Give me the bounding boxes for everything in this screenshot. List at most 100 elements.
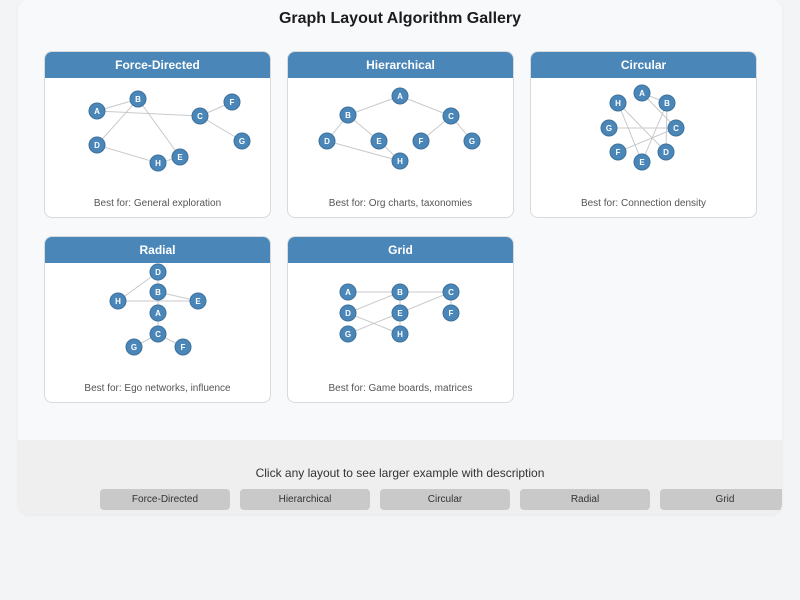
graph-node-H: H: [609, 94, 627, 112]
svg-text:B: B: [345, 111, 351, 120]
graph-node-G: G: [125, 338, 143, 356]
graph-node-C: C: [667, 119, 685, 137]
card-caption: Best for: General exploration: [93, 198, 222, 209]
card-title: Force-Directed: [45, 52, 270, 78]
svg-text:A: A: [397, 92, 403, 101]
graph-node-E: E: [370, 132, 388, 150]
layout-button-row: Force-Directed Hierarchical Circular Radial…: [100, 489, 782, 510]
svg-text:C: C: [448, 288, 454, 297]
graph-node-B: B: [658, 94, 676, 112]
graph-node-G: G: [339, 325, 357, 343]
graph-node-F: F: [442, 304, 460, 322]
svg-text:F: F: [419, 137, 424, 146]
svg-text:D: D: [345, 309, 351, 318]
graph-node-H: H: [109, 292, 127, 310]
svg-text:F: F: [616, 148, 621, 157]
svg-text:A: A: [155, 309, 161, 318]
gallery-panel: Graph Layout Algorithm Gallery Force-Dir…: [18, 0, 782, 514]
graph-node-H: H: [149, 154, 167, 172]
graph-preview-radial: A B C D E F G H: [109, 263, 207, 356]
svg-text:G: G: [131, 343, 137, 352]
graph-node-A: A: [391, 87, 409, 105]
footer-button-circular[interactable]: Circular: [380, 489, 510, 510]
graph-node-D: D: [339, 304, 357, 322]
card-title: Hierarchical: [288, 52, 513, 78]
svg-text:B: B: [155, 288, 161, 297]
svg-text:E: E: [195, 297, 201, 306]
graph-node-F: F: [174, 338, 192, 356]
svg-text:F: F: [181, 343, 186, 352]
graph-edge-B-E: [137, 98, 181, 158]
graph-node-B: B: [339, 106, 357, 124]
graph-node-C: C: [191, 107, 209, 125]
graph-node-A: A: [149, 304, 167, 322]
graph-edge-E-H: [617, 102, 643, 163]
svg-text:E: E: [639, 158, 645, 167]
svg-text:H: H: [115, 297, 121, 306]
svg-text:G: G: [606, 124, 612, 133]
graph-node-A: A: [339, 283, 357, 301]
svg-text:G: G: [469, 137, 475, 146]
footer-button-grid[interactable]: Grid: [660, 489, 782, 510]
svg-text:A: A: [639, 89, 645, 98]
footer-strip: Click any layout to see larger example w…: [18, 440, 782, 514]
graph-node-B: B: [149, 283, 167, 301]
graph-node-B: B: [391, 283, 409, 301]
graph-node-C: C: [442, 283, 460, 301]
svg-text:C: C: [448, 112, 454, 121]
footer-button-force-directed[interactable]: Force-Directed: [100, 489, 230, 510]
card-title: Radial: [45, 237, 270, 263]
card-caption: Best for: Ego networks, influence: [84, 383, 231, 394]
graph-node-D: D: [88, 136, 106, 154]
graph-node-E: E: [189, 292, 207, 310]
graph-edge-B-D: [347, 291, 401, 314]
graph-preview-hierarchical: A B C D E F G H: [318, 87, 481, 170]
graph-node-F: F: [609, 143, 627, 161]
graph-edge-D-H: [326, 140, 401, 162]
svg-text:C: C: [673, 124, 679, 133]
graph-node-H: H: [391, 152, 409, 170]
svg-text:B: B: [664, 99, 670, 108]
graph-node-F: F: [412, 132, 430, 150]
svg-text:H: H: [397, 157, 403, 166]
graph-node-C: C: [442, 107, 460, 125]
footer-instruction: Click any layout to see larger example w…: [255, 466, 545, 480]
svg-text:D: D: [155, 268, 161, 277]
graph-edge-D-H: [347, 312, 401, 335]
svg-text:E: E: [177, 153, 183, 162]
graph-node-E: E: [391, 304, 409, 322]
svg-text:D: D: [324, 137, 330, 146]
graph-edges: [96, 98, 243, 164]
page-title: Graph Layout Algorithm Gallery: [278, 10, 522, 27]
svg-text:A: A: [94, 107, 100, 116]
graph-node-G: G: [600, 119, 618, 137]
graph-edge-C-F: [617, 127, 677, 153]
svg-text:C: C: [155, 330, 161, 339]
graph-node-A: A: [633, 84, 651, 102]
graph-node-D: D: [657, 143, 675, 161]
graph-node-B: B: [129, 90, 147, 108]
card-title: Circular: [531, 52, 756, 78]
graph-preview-circular: A B C D E F G H: [600, 84, 685, 171]
graph-edge-B-E: [641, 102, 668, 163]
svg-text:D: D: [663, 148, 669, 157]
svg-text:E: E: [376, 137, 382, 146]
card-caption: Best for: Game boards, matrices: [328, 383, 473, 394]
graph-node-H: H: [391, 325, 409, 343]
svg-text:H: H: [155, 159, 161, 168]
graph-edge-A-C: [399, 95, 452, 117]
graph-edge-D-H: [617, 102, 667, 153]
graph-node-A: A: [88, 102, 106, 120]
graph-node-G: G: [233, 132, 251, 150]
graph-preview-grid: A B C D E F G H: [339, 283, 460, 343]
footer-button-hierarchical[interactable]: Hierarchical: [240, 489, 370, 510]
svg-text:F: F: [230, 98, 235, 107]
footer-button-radial[interactable]: Radial: [520, 489, 650, 510]
svg-text:H: H: [615, 99, 621, 108]
